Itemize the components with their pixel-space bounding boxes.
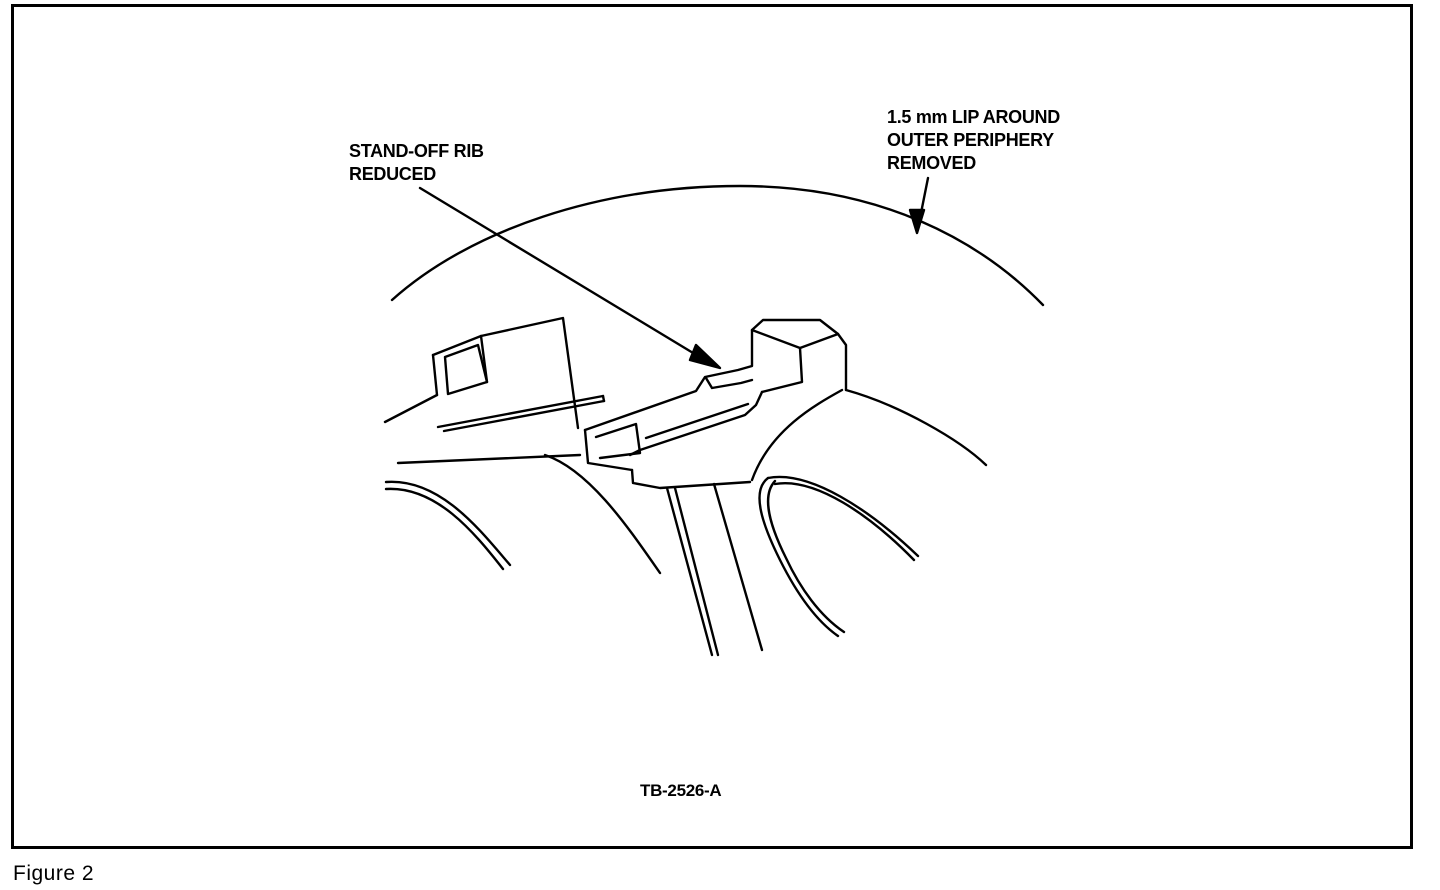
callout-standoff-rib-line2: REDUCED [349, 164, 436, 184]
left-housing [383, 316, 606, 465]
spokes [384, 453, 920, 657]
callout-outer-lip-line2: OUTER PERIPHERY [887, 130, 1054, 150]
callout-standoff-rib: STAND-OFF RIB REDUCED [349, 140, 484, 186]
figure-frame [11, 4, 1413, 849]
leader-standoff-rib [418, 186, 722, 370]
right-rim-curve [844, 388, 988, 467]
callout-standoff-rib-line1: STAND-OFF RIB [349, 141, 484, 161]
callout-outer-lip-line1: 1.5 mm LIP AROUND [887, 107, 1060, 127]
outer-periphery-arc [390, 184, 1045, 307]
callout-outer-lip-line3: REMOVED [887, 153, 976, 173]
callout-outer-lip: 1.5 mm LIP AROUND OUTER PERIPHERY REMOVE… [887, 106, 1060, 175]
standoff-rib [583, 318, 848, 490]
figure-caption: Figure 2 [13, 862, 95, 885]
leader-outer-lip [908, 176, 930, 235]
drawing-code: TB-2526-A [640, 781, 722, 800]
